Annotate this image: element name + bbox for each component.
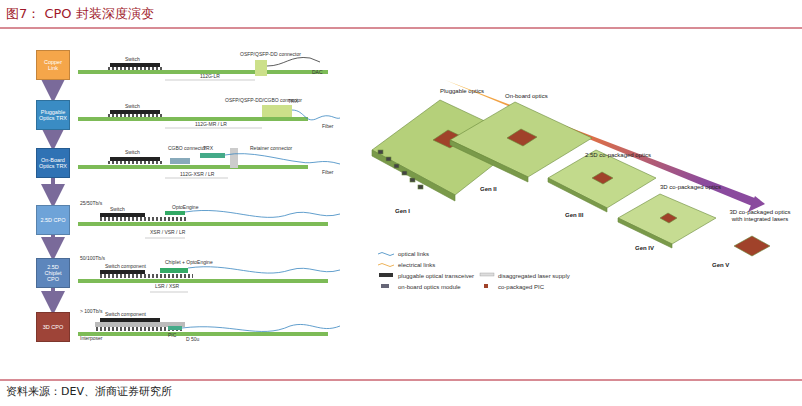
part-label: LSR / XSR [155, 284, 179, 290]
part-label: Gen III [565, 212, 583, 219]
stage-label: 3D CPO [43, 324, 63, 330]
source-caption: 资料来源：DEV、浙商证券研究所 [6, 386, 172, 398]
dimension-lines [145, 80, 262, 292]
part-label: Chiplet + OptoEngine [165, 260, 213, 266]
legend-text: on-board optics module [398, 284, 461, 291]
part-label: Switch [125, 150, 140, 156]
flow-arrow [51, 178, 55, 204]
stage-box: 2.5D Chiplet CPO [36, 258, 70, 288]
part-label: Switch component [105, 264, 146, 270]
part-label: Fiber [322, 124, 333, 130]
part-label: 3D co-packaged optics with integrated la… [728, 209, 792, 222]
part-label: Gen IV [635, 245, 654, 252]
part-label: TRX [288, 99, 298, 105]
row-boards [78, 70, 328, 336]
part-label: > 100Tb/s [80, 309, 102, 315]
legend-text: optical links [398, 251, 429, 258]
part-label: 112G-LR [200, 74, 220, 80]
part-label: 112G-XSR / LR [180, 172, 214, 178]
part-label: DAC [312, 70, 323, 76]
part-label: 3D co-packaged optics [660, 184, 721, 191]
flow-arrow [51, 130, 55, 147]
stage-label: Copper Link [39, 59, 67, 72]
legend-text: electrical links [398, 262, 435, 269]
part-label: Gen II [480, 186, 497, 193]
part-label: 2.5D co-packaged optics [585, 152, 651, 159]
part-label: PIC [168, 333, 176, 339]
part-label: 112G-MR / LR [195, 122, 227, 128]
gen-boards [372, 100, 770, 256]
part-label: XSR / VSR / LR [150, 230, 185, 236]
part-label: Switch [125, 57, 140, 63]
stage-label: 2.5D Chiplet CPO [39, 264, 67, 283]
part-label: Switch [125, 104, 140, 110]
part-label: D 50u [186, 337, 199, 343]
stage-label: 2.5D CPO [40, 217, 65, 223]
stage-box: Pluggable Optics TRX [36, 100, 70, 130]
fibers [182, 57, 340, 331]
part-label: 25/50Tb/s [80, 201, 102, 207]
stage-box: Copper Link [36, 50, 70, 80]
part-label: OptoEngine [172, 205, 198, 211]
part-label: 50/100Tb/s [80, 256, 105, 262]
flow-arrow [51, 235, 55, 257]
part-label: Gen I [395, 208, 410, 215]
stage-box: 2.5D CPO [36, 205, 70, 235]
part-label: Switch component [105, 312, 146, 318]
stage-label: On-Board Optics TRX [39, 157, 67, 170]
legend-text: co-packaged PIC [498, 284, 544, 291]
part-label: On-board optics [505, 93, 548, 100]
legend-text: disaggregated laser supply [498, 273, 570, 280]
figure-title: 图7： CPO 封装深度演变 [6, 7, 154, 21]
part-label: Fiber [322, 170, 333, 176]
legend-text: pluggable optical transceiver [398, 273, 474, 280]
part-label: OSFP/QSFP-DD connector [240, 52, 301, 58]
flow-arrow [51, 288, 55, 311]
flow-arrow [51, 80, 55, 99]
stage-box: 3D CPO [36, 312, 70, 342]
stage-box: On-Board Optics TRX [36, 148, 70, 178]
part-label: Switch [110, 207, 125, 213]
part-label: Interposer [80, 336, 103, 342]
part-label: TRX [203, 146, 213, 152]
stage-label: Pluggable Optics TRX [39, 109, 67, 122]
part-label: Pluggable optics [440, 88, 484, 95]
part-label: CGBO connector [168, 146, 206, 152]
part-label: Retainer connector [250, 146, 292, 152]
part-label: Gen V [712, 262, 729, 269]
legend-samples [378, 253, 494, 289]
